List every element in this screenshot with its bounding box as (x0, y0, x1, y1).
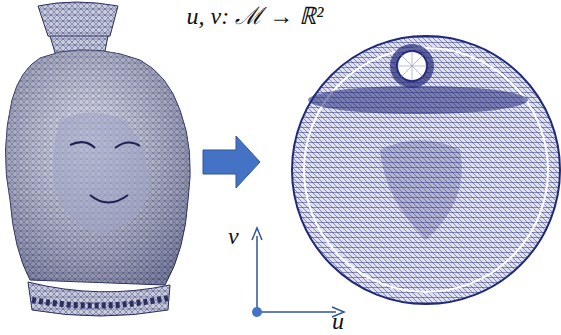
mapping-formula: u, v: ℳ → ℝ² (187, 4, 324, 28)
uv-axes (252, 228, 344, 317)
lion-mesh (5, 2, 190, 316)
axis-label: u (332, 309, 344, 333)
map-arrow (203, 136, 260, 188)
axis-label: v (228, 224, 239, 248)
disc-parameterization (292, 36, 560, 304)
